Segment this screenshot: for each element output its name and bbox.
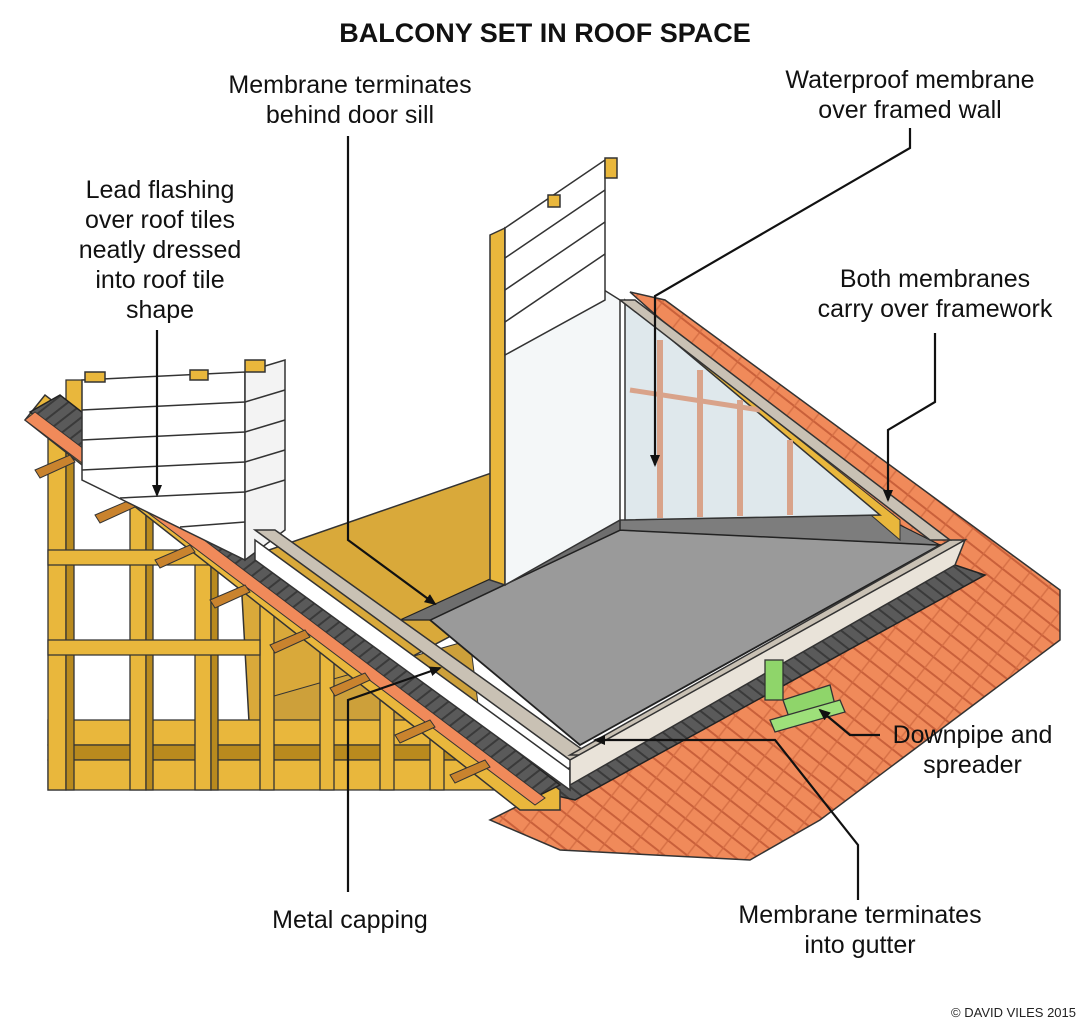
cladding-left [81,358,286,562]
label-downpipe: Downpipe and spreader [880,720,1065,780]
label-line: spreader [923,751,1022,779]
label-line: behind door sill [265,101,435,129]
label-both-membranes: Both membranes carry over framework [800,264,1070,324]
label-line: neatly dressed [78,236,242,264]
leader-lines [152,128,937,900]
purlin-ends [34,454,491,784]
copyright-credit: © DAVID VILES 2015 [951,1005,1076,1020]
cladding-centre [489,157,621,587]
label-line: into roof tile [95,266,225,294]
label-line: into gutter [804,931,916,959]
leader-downpipe [818,708,880,737]
leader-both [883,333,937,502]
timber-frame-wall [47,379,521,791]
label-line: Both membranes [839,265,1031,293]
diagram-title: BALCONY SET IN ROOF SPACE [339,18,751,48]
label-line: shape [125,296,195,324]
label-metal-capping: Metal capping [240,905,460,935]
leader-gutter [593,735,860,900]
label-line: Metal capping [272,906,428,934]
label-line: over roof tiles [84,206,236,234]
downpipe-spreader [764,659,846,733]
leader-door-sill [346,136,437,606]
label-membrane-gutter: Membrane terminates into gutter [715,900,1005,960]
leader-waterproof [650,128,912,467]
label-line: Membrane terminates [228,71,472,99]
label-line: carry over framework [817,295,1053,323]
label-line: Membrane terminates [738,901,982,929]
label-line: Downpipe and [892,721,1053,749]
label-lead-flashing: Lead flashing over roof tiles neatly dre… [50,175,270,325]
label-line: Waterproof membrane [785,66,1035,94]
label-line: Lead flashing [85,176,235,204]
label-waterproof-membrane: Waterproof membrane over framed wall [760,65,1060,125]
framed-wall-right [618,298,901,542]
label-line: over framed wall [818,96,1002,124]
label-membrane-door-sill: Membrane terminates behind door sill [205,70,495,130]
leader-capping [346,666,442,892]
